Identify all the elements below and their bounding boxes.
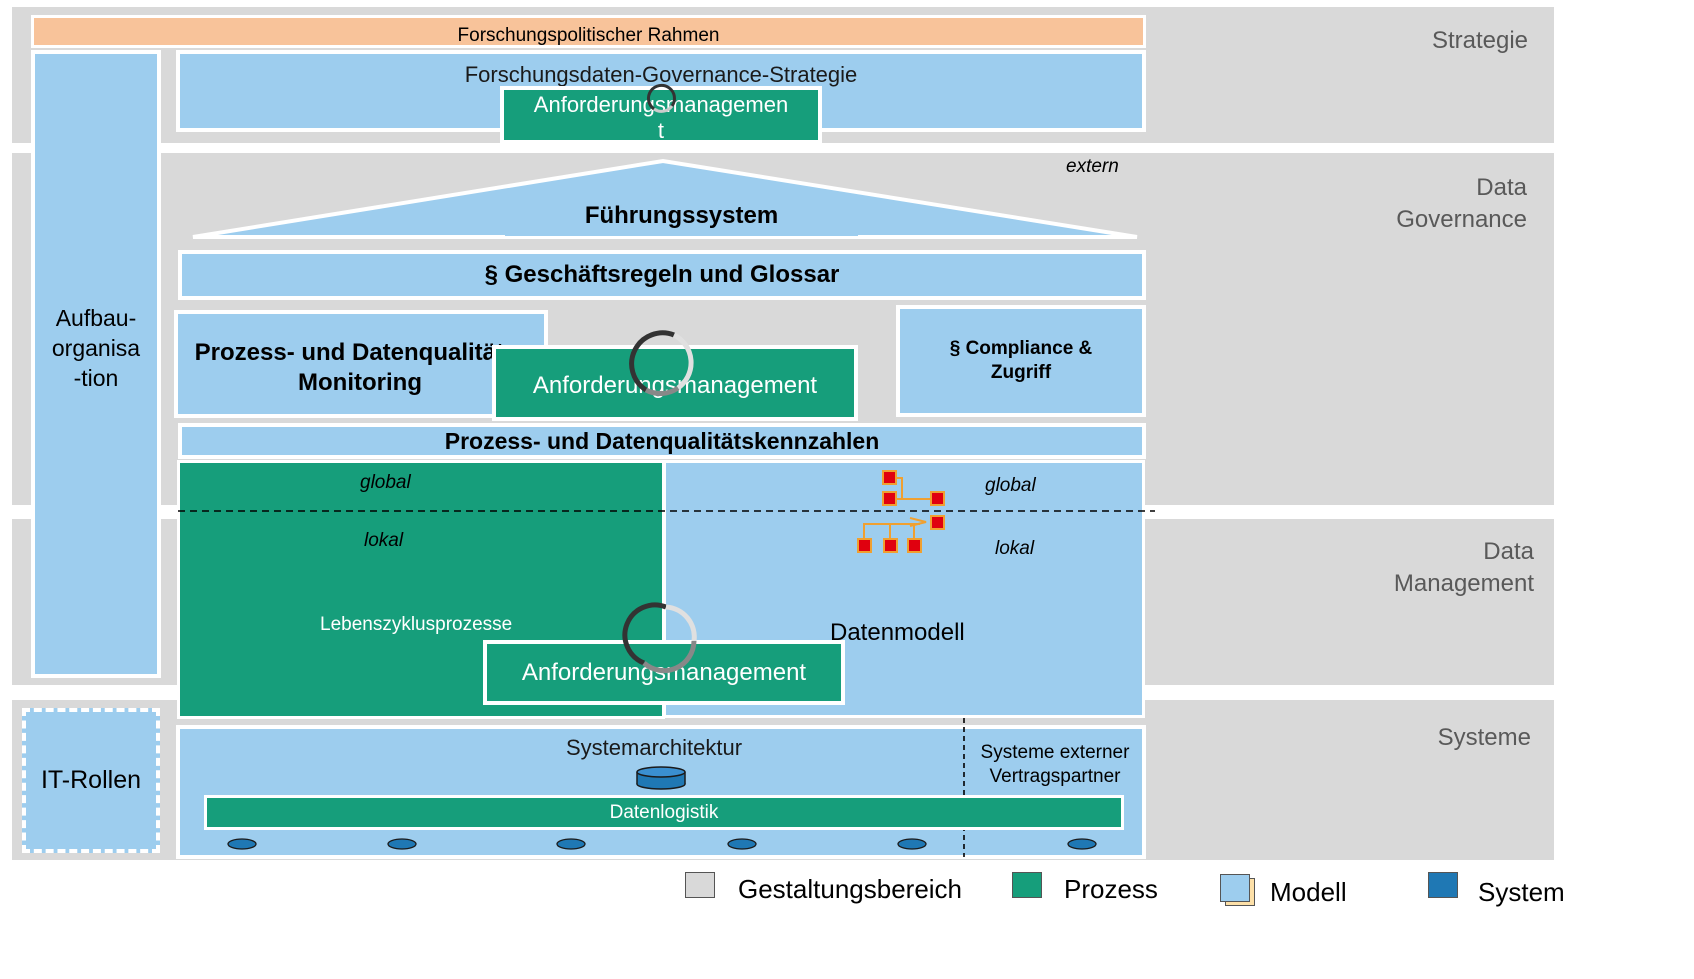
datenlogistik-bar: Datenlogistik	[204, 795, 1124, 830]
legend-swatch-gestaltungsbereich	[685, 872, 715, 898]
legend-swatch-prozess	[1012, 872, 1042, 898]
cycle-icon	[622, 602, 697, 674]
anforderungsmanagement-strategie: Anforderungsmanagemen t	[500, 86, 822, 144]
qualitaetskennzahlen: Prozess- und Datenqualitätskennzahlen	[178, 423, 1146, 459]
database-icon	[636, 766, 686, 790]
legend-label-gestaltungsbereich: Gestaltungsbereich	[738, 874, 963, 904]
global-left-label: global	[360, 472, 411, 493]
datenmodell-label: Datenmodell	[830, 619, 965, 646]
global-right-label: global	[985, 475, 1036, 496]
layer-label-strategie: Strategie	[1431, 27, 1528, 54]
cycle-icon	[647, 83, 676, 113]
legend-label-modell: Modell	[1270, 877, 1347, 907]
layer-label-management: Data Management	[1393, 538, 1534, 597]
legend-label-system: System	[1478, 877, 1565, 907]
anforderungsmanagement-governance: Anforderungsmanagement	[492, 345, 858, 421]
monitoring-label: Prozess- und Datenqualitäts- Monitoring	[194, 339, 526, 396]
governance-strategie-label: Forschungsdaten-Governance-Strategie	[464, 62, 858, 87]
legend-swatch-modell	[1220, 874, 1250, 902]
it-rollen: IT-Rollen	[22, 708, 160, 853]
geschaeftsregeln-glossar: § Geschäftsregeln und Glossar	[178, 250, 1146, 300]
lokal-left-label: lokal	[364, 530, 404, 551]
externe-systeme-label: Systeme externer Vertragspartner	[980, 742, 1130, 787]
legend-label-prozess: Prozess	[1064, 874, 1158, 904]
aufbauorganisation-label: Aufbau- organisa -tion	[51, 305, 141, 391]
monitoring-box	[174, 310, 548, 418]
cycle-icon	[629, 330, 694, 396]
hierarchy-icon	[857, 470, 945, 553]
lebenszyklus-label: Lebenszyklusprozesse	[320, 614, 513, 635]
fuehrungssystem-label: Führungssystem	[505, 196, 858, 236]
systemarchitektur-box	[176, 725, 1146, 859]
compliance-zugriff: § Compliance & Zugriff	[896, 305, 1146, 417]
layer-label-governance: Data Governance	[1396, 174, 1527, 233]
forschungspolitischer-rahmen: Forschungspolitischer Rahmen	[31, 15, 1146, 48]
aufbauorganisation-column	[31, 50, 161, 678]
layer-label-systeme: Systeme	[1437, 724, 1531, 751]
extern-label: extern	[1066, 156, 1119, 177]
systemarchitektur-label: Systemarchitektur	[566, 735, 743, 760]
legend-swatch-system	[1428, 872, 1458, 898]
lokal-right-label: lokal	[995, 538, 1035, 559]
